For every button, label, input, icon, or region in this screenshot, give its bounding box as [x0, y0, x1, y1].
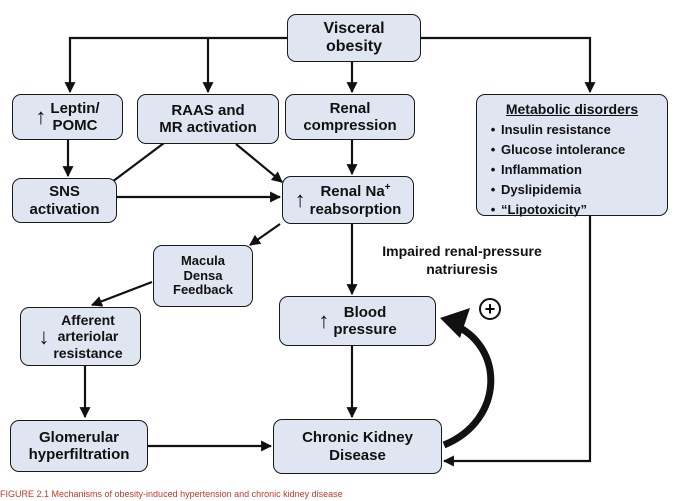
node-glomerular-line2: hyperfiltration [28, 446, 130, 463]
connector-obesity-branch [64, 36, 290, 94]
node-macula-line1: Macula [180, 252, 226, 268]
node-ckd-line1: Chronic Kidney [302, 429, 413, 447]
node-glomerular-hyperfiltration: Glomerular hyperfiltration [10, 420, 148, 472]
node-metabolic-disorders: Metabolic disorders •Insulin resistance … [476, 94, 668, 217]
metabolic-item: •Insulin resistance [490, 122, 611, 138]
arrow-up-icon: ↑ [35, 104, 47, 129]
node-sns-line1: SNS [49, 183, 80, 201]
feedback-arrowhead [440, 308, 470, 338]
node-sns-line2: activation [29, 200, 100, 218]
node-macula-line3: Feedback [173, 282, 233, 298]
connector-macula-afferent [90, 280, 153, 307]
arrow-up-icon: ↑ [318, 308, 330, 333]
metabolic-title: Metabolic disorders [505, 101, 639, 117]
node-bp-line1: Blood [343, 303, 387, 321]
connector-raas-renal-na [235, 143, 283, 183]
node-visceral-obesity-line2: obesity [325, 38, 382, 55]
node-renal-compression: Renal compression [285, 94, 415, 140]
connector-renal-na-macula [249, 223, 281, 246]
edge-label-line2: natriuresis [426, 260, 498, 277]
node-visceral-obesity: Visceral obesity [287, 14, 421, 62]
node-leptin-line1: Leptin/ [50, 99, 100, 117]
node-raas-line2: MR activation [159, 119, 257, 136]
node-blood-pressure: ↑ Blood pressure [279, 296, 436, 346]
node-renal-na-line2: reabsorption [309, 200, 402, 218]
node-afferent-line2: arteriolar [57, 328, 119, 345]
node-renal-na-line1: Renal Na+ [320, 182, 391, 201]
node-leptin-pomc: ↑ Leptin/ POMC [12, 94, 123, 140]
node-renal-compression-line1: Renal [329, 99, 371, 117]
node-chronic-kidney-disease: Chronic Kidney Disease [273, 419, 442, 474]
arrow-down-icon: ↓ [38, 323, 50, 349]
positive-feedback-icon: + [479, 298, 501, 320]
figure-caption: FIGURE 2.1 Mechanisms of obesity-induced… [0, 489, 343, 499]
metabolic-list: •Insulin resistance •Glucose intolerance… [485, 121, 626, 223]
node-raas-line1: RAAS and [171, 101, 245, 119]
node-afferent-line1: Afferent [61, 312, 115, 329]
edge-label-line1: Impaired renal-pressure [382, 243, 542, 259]
node-macula-line2: Densa [183, 267, 223, 283]
metabolic-item: •Dyslipidemia [490, 181, 582, 197]
metabolic-item: •Inflammation [490, 161, 582, 177]
node-glomerular-line1: Glomerular [38, 428, 120, 446]
feedback-arrow [442, 320, 495, 449]
sodium-superscript: + [384, 182, 391, 194]
node-leptin-line2: POMC [52, 117, 98, 134]
metabolic-item: •Glucose intolerance [490, 142, 626, 158]
node-afferent-line3: resistance [53, 344, 123, 361]
arrow-up-icon: ↑ [294, 187, 306, 212]
node-visceral-obesity-line1: Visceral [323, 19, 385, 37]
node-sns-activation: SNS activation [12, 178, 117, 223]
connector-obesity-metabolic [420, 36, 596, 94]
node-bp-line2: pressure [333, 321, 397, 338]
metabolic-item: •“Lipotoxicity” [490, 201, 587, 217]
node-renal-compression-line2: compression [303, 117, 397, 134]
node-macula-densa: Macula Densa Feedback [153, 245, 253, 307]
edge-label-natriuresis: Impaired renal-pressure natriuresis [362, 243, 562, 278]
connector-metabolic-ckd [442, 216, 592, 467]
node-afferent-resistance: ↓ Afferent arteriolar resistance [20, 307, 141, 366]
node-raas-mr: RAAS and MR activation [137, 94, 279, 144]
node-renal-na-reabsorption: ↑ Renal Na+ reabsorption [282, 176, 414, 224]
node-ckd-line2: Disease [329, 446, 386, 464]
